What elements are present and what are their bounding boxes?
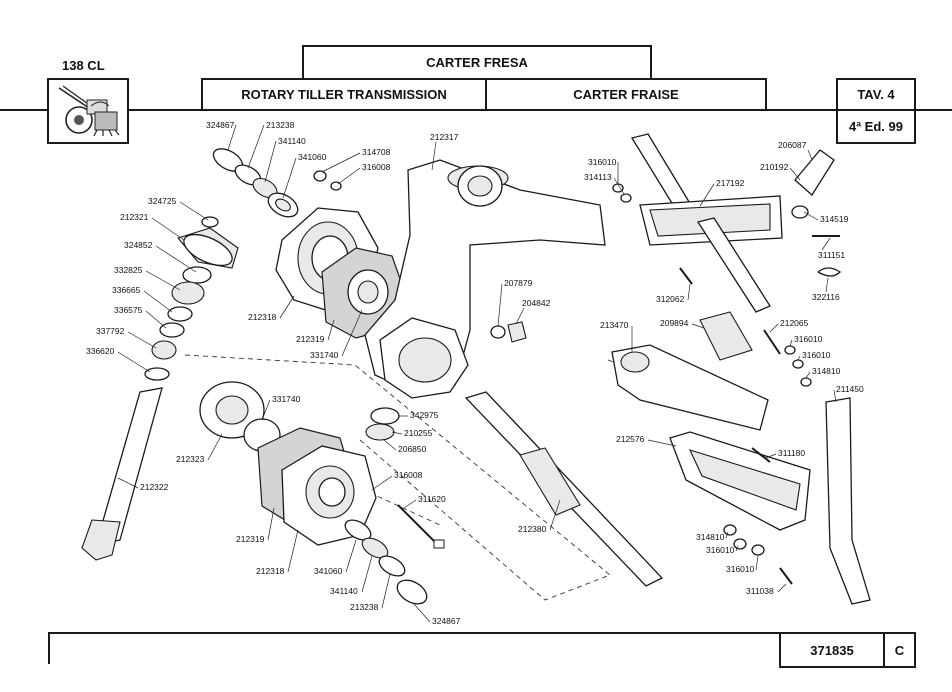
part-label: 212321 bbox=[120, 212, 149, 222]
part-label: 206087 bbox=[778, 140, 807, 150]
part-label: 212319 bbox=[296, 334, 325, 344]
part-label: 316008 bbox=[394, 470, 423, 480]
part-label: 207879 bbox=[504, 278, 533, 288]
part-label: 210192 bbox=[760, 162, 789, 172]
part-label: 314810 bbox=[696, 532, 725, 542]
part-label: 213238 bbox=[350, 602, 379, 612]
part-label: 341060 bbox=[298, 152, 327, 162]
part-label: 332825 bbox=[114, 265, 143, 275]
part-label: 212318 bbox=[248, 312, 277, 322]
part-label: 314519 bbox=[820, 214, 849, 224]
part-label: 316008 bbox=[362, 162, 391, 172]
part-label: 342975 bbox=[410, 410, 439, 420]
edition: 4ª Ed. 99 bbox=[836, 109, 916, 144]
rotary-tiller-machine-icon bbox=[58, 85, 120, 137]
part-label: 311620 bbox=[418, 494, 446, 504]
part-label: 336665 bbox=[112, 285, 141, 295]
part-label: 211450 bbox=[836, 384, 864, 394]
part-label: 322116 bbox=[812, 292, 840, 302]
part-label: 314810 bbox=[812, 366, 841, 376]
part-label: 324867 bbox=[206, 120, 235, 130]
model-label: 138 CL bbox=[62, 58, 105, 73]
part-label: 324725 bbox=[148, 196, 177, 206]
part-label: 213238 bbox=[266, 120, 295, 130]
part-label: 314113 bbox=[584, 172, 612, 182]
part-label: 324852 bbox=[124, 240, 153, 250]
part-label: 213470 bbox=[600, 320, 629, 330]
part-label: 212318 bbox=[256, 566, 285, 576]
part-label: 331740 bbox=[272, 394, 301, 404]
part-label: 204842 bbox=[522, 298, 551, 308]
part-label: 331740 bbox=[310, 350, 339, 360]
part-label: 316010 bbox=[794, 334, 823, 344]
part-label: 212323 bbox=[176, 454, 205, 464]
model-thumbnail bbox=[47, 78, 129, 144]
part-label: 314708 bbox=[362, 147, 391, 157]
part-label: 324867 bbox=[432, 616, 461, 626]
part-label: 210255 bbox=[404, 428, 433, 438]
part-label: 316010 bbox=[726, 564, 755, 574]
table-number: TAV. 4 bbox=[836, 78, 916, 111]
part-label: 212319 bbox=[236, 534, 265, 544]
part-label: 212380 bbox=[518, 524, 547, 534]
revision-letter: C bbox=[883, 632, 916, 668]
part-label: 209894 bbox=[660, 318, 689, 328]
part-number-labels: 324867 213238 341140 341060 314708 31600… bbox=[86, 120, 864, 626]
part-label: 206850 bbox=[398, 444, 427, 454]
document-code: 371835 bbox=[779, 632, 885, 668]
part-label: 311151 bbox=[818, 250, 845, 260]
part-label: 217192 bbox=[716, 178, 745, 188]
bottom-rule bbox=[48, 632, 916, 634]
bottom-left-tick bbox=[48, 632, 50, 664]
part-label: 341060 bbox=[314, 566, 343, 576]
part-label: 311180 bbox=[778, 448, 805, 458]
part-label: 212576 bbox=[616, 434, 645, 444]
part-label: 212322 bbox=[140, 482, 169, 492]
title-it: CARTER FRESA bbox=[302, 45, 652, 80]
part-label: 212065 bbox=[780, 318, 809, 328]
part-label: 312062 bbox=[656, 294, 685, 304]
part-label: 341140 bbox=[278, 136, 306, 146]
part-label: 212317 bbox=[430, 132, 459, 142]
part-label: 316010 bbox=[706, 545, 735, 555]
part-label: 336620 bbox=[86, 346, 115, 356]
title-fr: CARTER FRAISE bbox=[485, 78, 767, 111]
part-label: 316010 bbox=[802, 350, 831, 360]
part-label: 316010 bbox=[588, 157, 617, 167]
part-label: 337792 bbox=[96, 326, 125, 336]
part-label: 341140 bbox=[330, 586, 358, 596]
part-label: 336575 bbox=[114, 305, 143, 315]
title-en: ROTARY TILLER TRANSMISSION bbox=[201, 78, 487, 111]
part-label: 311038 bbox=[746, 586, 774, 596]
